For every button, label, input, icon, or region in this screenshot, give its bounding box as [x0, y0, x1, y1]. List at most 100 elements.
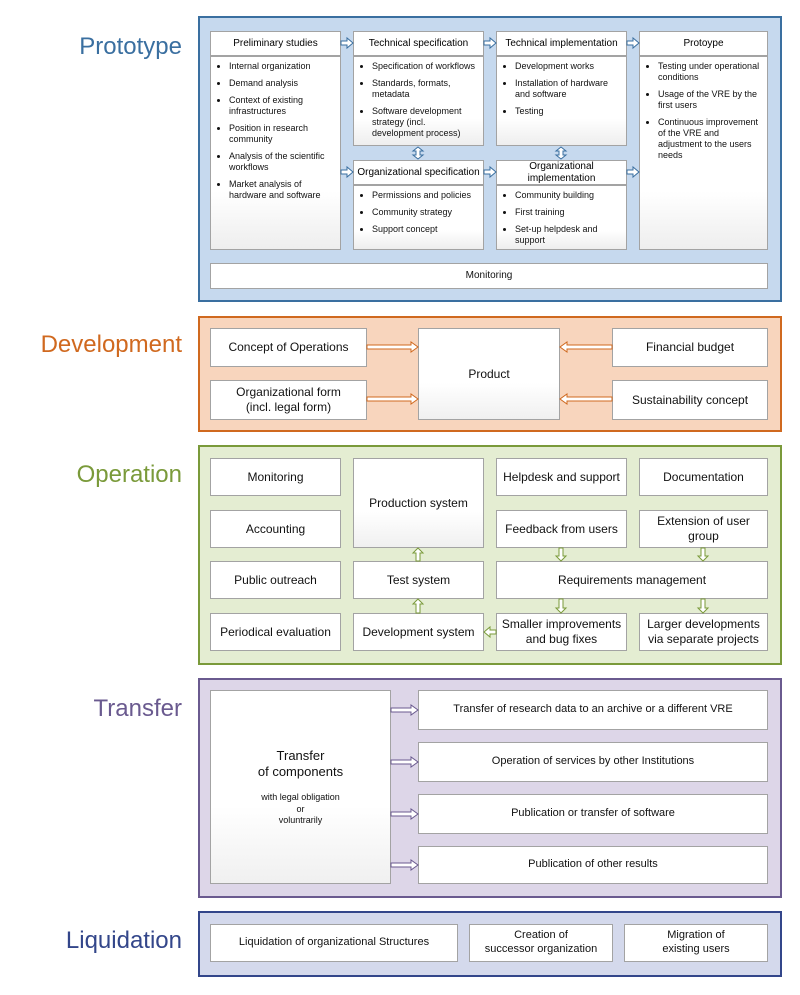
successor-line1: Creation of — [514, 929, 568, 942]
list-item: Permissions and policies — [372, 190, 479, 201]
transfer-components-line2: of components — [257, 764, 344, 780]
list-item: Support concept — [372, 224, 479, 235]
transfer-target-research-data: Transfer of research data to an archive … — [418, 690, 768, 730]
arrow-concept-to-product — [366, 341, 419, 353]
phase-label-transfer: Transfer — [93, 695, 182, 722]
prototype-monitoring-box: Monitoring — [210, 263, 768, 289]
organizational-form-line1: Organizational form — [236, 385, 341, 399]
organizational-implementation-list: Community building First training Set-up… — [496, 185, 627, 250]
phase-label-prototype: Prototype — [79, 33, 182, 60]
public-outreach-box: Public outreach — [210, 561, 341, 599]
financial-budget-box: Financial budget — [612, 328, 768, 367]
arrow-smaller-to-devsystem — [483, 625, 497, 639]
transfer-components-sub1: with legal obligation — [261, 792, 340, 803]
smaller-improvements-box: Smaller improvements and bug fixes — [496, 613, 627, 651]
organizational-implementation-header: Organizational implementation — [496, 160, 627, 185]
production-system-box: Production system — [353, 458, 484, 548]
list-item: Context of existing infrastructures — [229, 95, 336, 117]
arrow-orgimpl-to-protoype — [626, 165, 640, 179]
phase-label-development: Development — [40, 331, 182, 358]
arrow-techspec-to-techimpl — [483, 36, 497, 50]
requirements-management-box: Requirements management — [496, 561, 768, 599]
preliminary-studies-header: Preliminary studies — [210, 31, 341, 56]
list-item: Community strategy — [372, 207, 479, 218]
smaller-line1: Smaller improvements — [501, 617, 622, 631]
organizational-specification-list: Permissions and policies Community strat… — [353, 185, 484, 250]
arrow-sustainability-to-product — [559, 393, 613, 405]
documentation-box: Documentation — [639, 458, 768, 496]
phase-label-operation: Operation — [76, 461, 182, 488]
transfer-components-line1: Transfer — [276, 747, 325, 763]
arrow-feedback-to-requirements — [554, 547, 568, 562]
transfer-target-other-results: Publication of other results — [418, 846, 768, 884]
transfer-components-box: Transfer of components with legal obliga… — [210, 690, 391, 884]
list-item: Market analysis of hardware and software — [229, 179, 336, 201]
list-item: Development works — [515, 61, 622, 72]
larger-line1: Larger developments — [647, 617, 760, 631]
list-item: Software development strategy (incl. dev… — [372, 106, 479, 139]
development-system-box: Development system — [353, 613, 484, 651]
transfer-target-operation-services: Operation of services by other Instituti… — [418, 742, 768, 782]
list-item: First training — [515, 207, 622, 218]
migration-line2: existing users — [662, 943, 730, 955]
list-item: Demand analysis — [229, 78, 336, 89]
sustainability-concept-box: Sustainability concept — [612, 380, 768, 420]
list-item: Community building — [515, 190, 622, 201]
protoype-header: Protoype — [639, 31, 768, 56]
successor-line2: successor organization — [484, 943, 598, 955]
protoype-list: Testing under operational conditions Usa… — [639, 56, 768, 250]
list-item: Installation of hardware and software — [515, 78, 622, 100]
operation-monitoring-box: Monitoring — [210, 458, 341, 496]
list-item: Internal organization — [229, 61, 336, 72]
migration-line1: Migration of — [667, 929, 725, 942]
concept-of-operations-box: Concept of Operations — [210, 328, 367, 367]
preliminary-studies-list: Internal organization Demand analysis Co… — [210, 56, 341, 250]
arrow-to-operation-services — [390, 756, 419, 768]
arrow-dev-to-test — [411, 598, 425, 614]
arrow-techspec-orgspec — [411, 146, 425, 160]
extension-line1: Extension of user — [657, 514, 750, 528]
arrow-requirements-to-larger — [696, 598, 710, 614]
phase-label-liquidation: Liquidation — [65, 927, 182, 954]
migration-users-box: Migration of existing users — [624, 924, 768, 962]
arrow-prelim-to-orgspec — [340, 165, 354, 179]
arrow-orgform-to-product — [366, 393, 419, 405]
liquidation-structures-box: Liquidation of organizational Structures — [210, 924, 458, 962]
arrow-test-to-production — [411, 547, 425, 562]
list-item: Analysis of the scientific workflows — [229, 151, 336, 173]
transfer-target-software: Publication or transfer of software — [418, 794, 768, 834]
arrow-requirements-to-smaller — [554, 598, 568, 614]
list-item: Usage of the VRE by the first users — [658, 89, 763, 111]
extension-user-group-box: Extension of user group — [639, 510, 768, 548]
arrow-orgspec-to-orgimpl — [483, 165, 497, 179]
technical-implementation-header: Technical implementation — [496, 31, 627, 56]
successor-organization-box: Creation of successor organization — [469, 924, 613, 962]
arrow-to-research-data — [390, 704, 419, 716]
larger-line2: via separate projects — [648, 632, 759, 646]
larger-developments-box: Larger developments via separate project… — [639, 613, 768, 651]
accounting-box: Accounting — [210, 510, 341, 548]
product-box: Product — [418, 328, 560, 420]
organizational-specification-header: Organizational specification — [353, 160, 484, 185]
list-item: Testing — [515, 106, 622, 117]
arrow-to-other-results — [390, 859, 419, 871]
arrow-techimpl-to-protoype — [626, 36, 640, 50]
transfer-components-sub2: or — [296, 803, 305, 814]
transfer-components-sub3: voluntrarily — [278, 814, 323, 825]
organizational-form-line2: (incl. legal form) — [245, 400, 332, 414]
list-item: Set-up helpdesk and support — [515, 224, 622, 246]
list-item: Testing under operational conditions — [658, 61, 763, 83]
list-item: Position in research community — [229, 123, 336, 145]
helpdesk-support-box: Helpdesk and support — [496, 458, 627, 496]
arrow-extension-to-requirements — [696, 547, 710, 562]
extension-line2: group — [688, 529, 719, 543]
arrow-financial-to-product — [559, 341, 613, 353]
arrow-techimpl-orgimpl — [554, 146, 568, 160]
periodical-evaluation-box: Periodical evaluation — [210, 613, 341, 651]
technical-specification-header: Technical specification — [353, 31, 484, 56]
smaller-line2: and bug fixes — [525, 632, 598, 646]
list-item: Specification of workflows — [372, 61, 479, 72]
arrow-to-software — [390, 808, 419, 820]
list-item: Continuous improvement of the VRE and ad… — [658, 117, 763, 161]
